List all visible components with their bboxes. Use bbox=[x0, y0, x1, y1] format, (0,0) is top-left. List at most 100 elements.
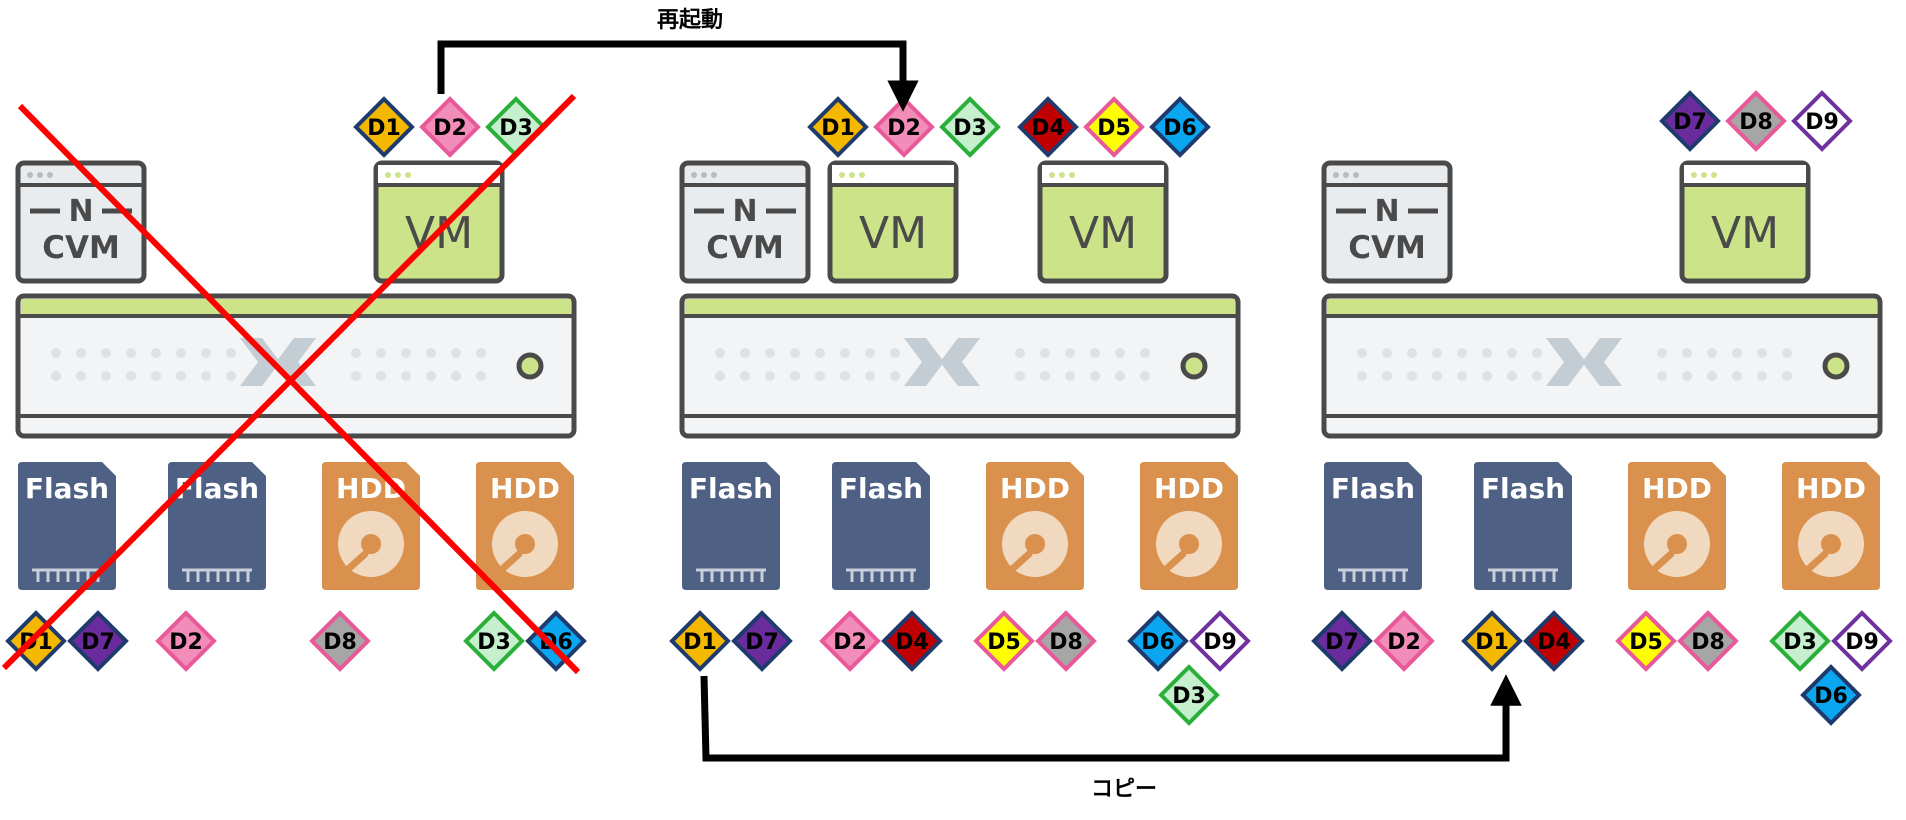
hdd-disk-icon: HDD bbox=[1140, 462, 1238, 590]
cvm-text: CVM bbox=[42, 230, 120, 266]
vm-icon: VM bbox=[1037, 160, 1169, 284]
flash-disk-icon: Flash bbox=[832, 462, 930, 590]
cvm-letter: N bbox=[1374, 194, 1399, 229]
status-light bbox=[1822, 352, 1850, 380]
tile-label: D4 bbox=[895, 630, 929, 655]
flash-disk-icon: Flash bbox=[168, 462, 266, 590]
tile-diamond bbox=[731, 610, 793, 672]
server-chassis bbox=[679, 293, 1241, 439]
data-tile-d4: D4 bbox=[1017, 96, 1079, 158]
tile-label: D2 bbox=[887, 116, 921, 141]
data-tile-d8: D8 bbox=[1677, 610, 1739, 672]
data-tile-d5: D5 bbox=[1083, 96, 1145, 158]
status-light bbox=[516, 352, 544, 380]
tile-label: D6 bbox=[1163, 116, 1197, 141]
data-tile-d3: D3 bbox=[1769, 610, 1831, 672]
data-tile-d3: D3 bbox=[1158, 664, 1220, 726]
copy-arrow bbox=[700, 674, 1522, 762]
data-tile-d6: D6 bbox=[1149, 96, 1211, 158]
cvm-text: CVM bbox=[706, 230, 784, 266]
tile-diamond bbox=[1083, 96, 1145, 158]
tile-label: D2 bbox=[833, 630, 867, 655]
tile-label: D9 bbox=[1845, 630, 1879, 655]
restart-label: 再起動 bbox=[657, 8, 723, 33]
tile-diamond bbox=[1311, 610, 1373, 672]
data-tile-d3: D3 bbox=[939, 96, 1001, 158]
tile-diamond bbox=[419, 96, 481, 158]
hdd-disk-icon: HDD bbox=[476, 462, 574, 590]
flash-disk-icon: Flash bbox=[18, 462, 116, 590]
tile-diamond bbox=[1035, 610, 1097, 672]
data-tile-d7: D7 bbox=[1659, 90, 1721, 152]
data-tile-d9: D9 bbox=[1791, 90, 1853, 152]
vm-text: VM bbox=[1711, 208, 1779, 259]
vm-icon: VM bbox=[827, 160, 959, 284]
disk-type-label: Flash bbox=[25, 472, 109, 505]
data-tile-d1: D1 bbox=[807, 96, 869, 158]
node-1: NCVMVMD1D2D3FlashD1D7FlashD2HDDD8HDDD3D6 bbox=[1, 93, 587, 675]
data-tile-d3: D3 bbox=[463, 610, 525, 672]
flash-disk-icon: Flash bbox=[1474, 462, 1572, 590]
tile-label: D7 bbox=[1325, 630, 1359, 655]
hdd-disk-icon: HDD bbox=[322, 462, 420, 590]
data-tile-d3: D3 bbox=[485, 96, 547, 158]
tile-diamond bbox=[939, 96, 1001, 158]
disk-type-label: Flash bbox=[689, 472, 773, 505]
vm-icon: VM bbox=[1679, 160, 1811, 284]
restart-arrow bbox=[437, 40, 919, 112]
tile-diamond bbox=[873, 96, 935, 158]
tile-diamond bbox=[67, 610, 129, 672]
tile-diamond bbox=[463, 610, 525, 672]
tile-diamond bbox=[1677, 610, 1739, 672]
vm-text: VM bbox=[859, 208, 927, 259]
data-tile-d5: D5 bbox=[973, 610, 1035, 672]
tile-diamond bbox=[155, 610, 217, 672]
tile-diamond bbox=[1017, 96, 1079, 158]
tile-label: D3 bbox=[1172, 684, 1206, 709]
cvm-letter: N bbox=[732, 194, 757, 229]
data-tile-d7: D7 bbox=[1311, 610, 1373, 672]
tile-label: D6 bbox=[1141, 630, 1175, 655]
failure-cross bbox=[1, 93, 581, 675]
tile-diamond bbox=[1791, 90, 1853, 152]
tile-label: D5 bbox=[1097, 116, 1131, 141]
disk-type-label: Flash bbox=[175, 472, 259, 505]
tile-label: D2 bbox=[433, 116, 467, 141]
disk-type-label: HDD bbox=[1642, 472, 1712, 505]
hdd-disk-icon: HDD bbox=[1628, 462, 1726, 590]
tile-label: D3 bbox=[499, 116, 533, 141]
data-tile-d2: D2 bbox=[155, 610, 217, 672]
data-tile-d6: D6 bbox=[525, 610, 587, 672]
disk-type-label: Flash bbox=[1481, 472, 1565, 505]
tile-diamond bbox=[807, 96, 869, 158]
server-chassis bbox=[15, 293, 577, 439]
cvm-letter: N bbox=[68, 194, 93, 229]
tile-label: D9 bbox=[1805, 110, 1839, 135]
tile-diamond bbox=[973, 610, 1035, 672]
data-tile-d1: D1 bbox=[669, 610, 731, 672]
data-tile-d1: D1 bbox=[5, 610, 67, 672]
tile-label: D1 bbox=[821, 116, 855, 141]
flash-disk-icon: Flash bbox=[1324, 462, 1422, 590]
tile-label: D8 bbox=[1739, 110, 1773, 135]
tile-label: D7 bbox=[745, 630, 779, 655]
tile-label: D4 bbox=[1537, 630, 1571, 655]
flash-disk-icon: Flash bbox=[682, 462, 780, 590]
tile-diamond bbox=[1659, 90, 1721, 152]
tile-label: D8 bbox=[1049, 630, 1083, 655]
disk-type-label: HDD bbox=[1796, 472, 1866, 505]
tile-label: D9 bbox=[1203, 630, 1237, 655]
tile-diamond bbox=[1158, 664, 1220, 726]
tile-label: D7 bbox=[81, 630, 115, 655]
data-tile-d8: D8 bbox=[1725, 90, 1787, 152]
tile-diamond bbox=[309, 610, 371, 672]
copy-label: コピー bbox=[1091, 777, 1157, 802]
tile-diamond bbox=[353, 96, 415, 158]
disk-type-label: HDD bbox=[1154, 472, 1224, 505]
tile-diamond bbox=[1127, 610, 1189, 672]
data-tile-d8: D8 bbox=[309, 610, 371, 672]
tile-diamond bbox=[1725, 90, 1787, 152]
